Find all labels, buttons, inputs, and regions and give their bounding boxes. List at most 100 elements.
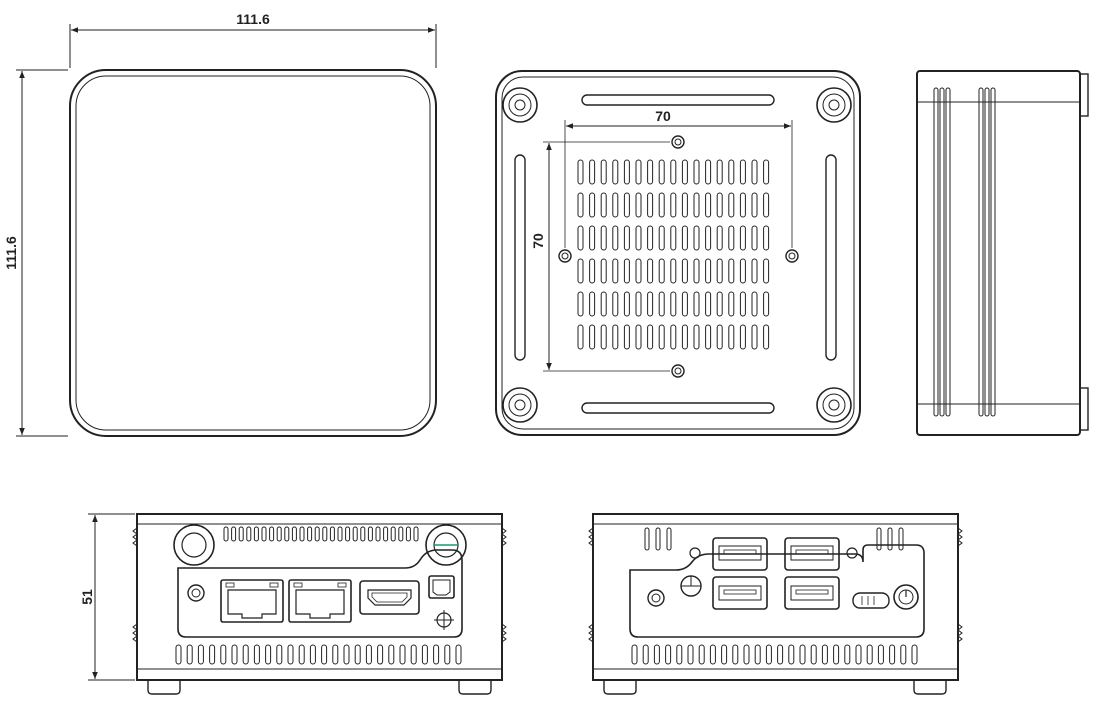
vent-slot (716, 225, 723, 251)
vent-slot (698, 644, 705, 665)
vent-slot (577, 291, 584, 317)
vent-slot (298, 644, 305, 665)
vent-slot (623, 225, 630, 251)
vent-slot (642, 644, 649, 665)
vent-slot (647, 291, 654, 317)
vent-slot (577, 225, 584, 251)
usb-a-port-icon (784, 576, 840, 610)
vent-slot (716, 324, 723, 350)
vent-slot (681, 225, 688, 251)
vent-slot (728, 291, 735, 317)
vent-slot (681, 258, 688, 284)
vent-slot (398, 526, 404, 542)
vent-slot (751, 291, 758, 317)
side-view-foot (1079, 387, 1089, 431)
vent-slot (728, 192, 735, 218)
vent-slot (681, 291, 688, 317)
screw-icon (173, 524, 215, 566)
vent-slot (799, 644, 806, 665)
vent-fin (984, 87, 990, 417)
vent-slot (589, 324, 596, 350)
vesa-hole-icon (558, 249, 572, 263)
front-bottom-vents (175, 644, 462, 665)
vent-slot (666, 527, 672, 551)
vent-slot (670, 324, 677, 350)
vent-slot (600, 291, 607, 317)
vent-slot (810, 644, 817, 665)
vent-slot (655, 527, 661, 551)
vent-fin (990, 87, 996, 417)
bottom-slot (514, 154, 526, 361)
vent-slot (705, 324, 712, 350)
vent-slot (658, 324, 665, 350)
screw-icon (689, 547, 701, 559)
vent-slot (739, 258, 746, 284)
vent-slot (410, 644, 417, 665)
vent-slot (777, 644, 784, 665)
vent-slot (600, 258, 607, 284)
vent-slot (763, 324, 770, 350)
vent-slot (676, 644, 683, 665)
vent-slot (705, 192, 712, 218)
vent-slot (197, 644, 204, 665)
vent-grid (577, 159, 770, 350)
vent-slot (653, 644, 660, 665)
vesa-hole-icon (671, 364, 685, 378)
vent-slot (291, 526, 297, 542)
rubber-foot-icon (816, 87, 852, 123)
bottom-view-vesa (495, 70, 861, 436)
vent-slot (413, 526, 419, 542)
panel-ridges (132, 527, 507, 643)
vent-slot (877, 644, 884, 665)
vent-slot (763, 258, 770, 284)
vent-slot (681, 159, 688, 185)
vent-slot (577, 159, 584, 185)
vent-slot (577, 324, 584, 350)
vent-slot (276, 644, 283, 665)
vent-slot (589, 159, 596, 185)
vent-slot (399, 644, 406, 665)
usb-a-port-icon (784, 537, 840, 571)
rear-top-vents (644, 527, 904, 551)
front-panel-body (136, 513, 503, 681)
vent-slot (658, 225, 665, 251)
vent-slot (631, 644, 638, 665)
vent-slot (345, 526, 351, 542)
vent-slot (670, 159, 677, 185)
vent-slot (360, 526, 366, 542)
vent-slot (589, 225, 596, 251)
vent-slot (681, 192, 688, 218)
foot-icon (458, 680, 492, 695)
vent-slot (612, 159, 619, 185)
vent-slot (287, 644, 294, 665)
side-view-foot (1079, 73, 1089, 117)
vent-slot (728, 225, 735, 251)
vent-slot (276, 526, 282, 542)
vent-slot (231, 526, 237, 542)
vent-slot (821, 644, 828, 665)
vent-slot (763, 159, 770, 185)
vent-slot (433, 644, 440, 665)
rubber-foot-icon (502, 87, 538, 123)
vent-slot (612, 291, 619, 317)
vent-fin (939, 87, 945, 417)
vent-slot (739, 192, 746, 218)
vent-slot (709, 644, 716, 665)
vent-slot (623, 258, 630, 284)
vent-slot (876, 527, 882, 551)
vent-slot (367, 526, 373, 542)
foot-icon (147, 680, 181, 695)
vent-slot (329, 526, 335, 542)
vent-slot (332, 644, 339, 665)
vent-slot (612, 324, 619, 350)
vent-slot (728, 324, 735, 350)
top-view (16, 24, 437, 437)
vent-slot (898, 527, 904, 551)
screw-icon (846, 547, 858, 559)
top-view-inner-edge (75, 75, 431, 431)
foot-icon (603, 680, 637, 695)
vent-slot (739, 159, 746, 185)
vent-slot (739, 291, 746, 317)
vent-slot (670, 291, 677, 317)
